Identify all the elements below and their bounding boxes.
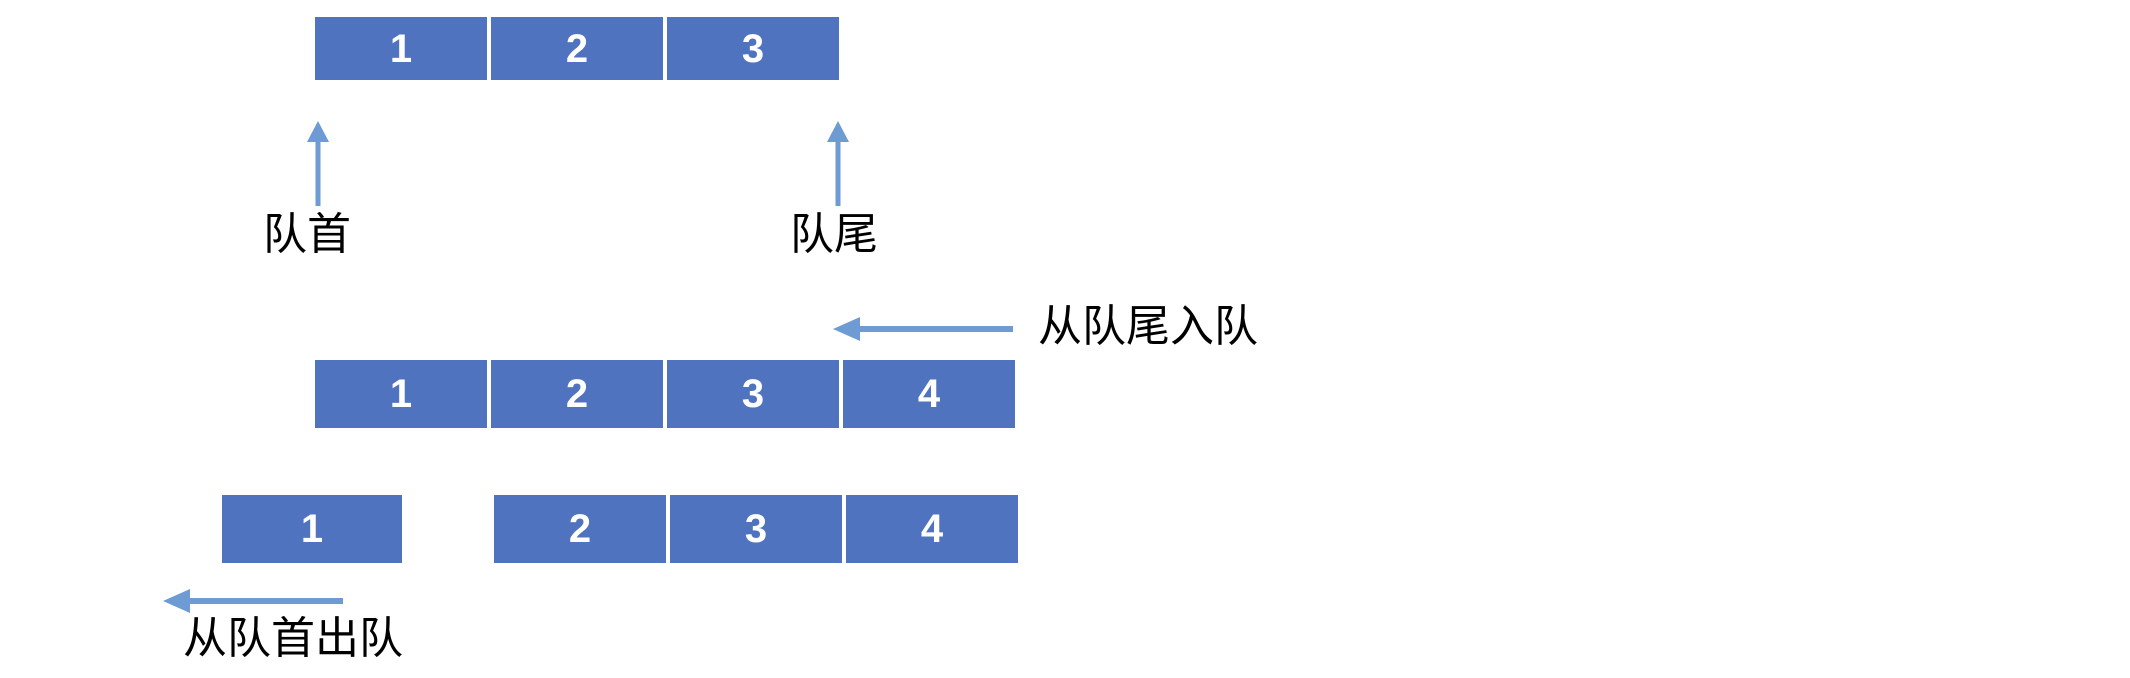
enqueue-arrow-icon (833, 317, 1013, 341)
front-label: 队首 (263, 210, 351, 259)
enqueue-label: 从队尾入队 (1038, 302, 1258, 351)
rear-pointer-arrow-icon (827, 121, 849, 206)
dequeue-label: 从队首出队 (183, 614, 403, 663)
queue-cell: 2 (491, 17, 663, 80)
queue-cell: 3 (667, 17, 839, 80)
queue-cell: 3 (667, 360, 839, 428)
rear-label: 队尾 (790, 210, 878, 259)
queue-cell: 2 (494, 495, 666, 563)
front-pointer-arrow-icon (307, 121, 329, 206)
dequeued-cell: 1 (222, 495, 402, 563)
queue-cell: 4 (843, 360, 1015, 428)
queue-cell: 4 (846, 495, 1018, 563)
dequeue-arrow-icon (163, 589, 343, 613)
queue-cell: 1 (315, 360, 487, 428)
queue-cell: 2 (491, 360, 663, 428)
queue-cell: 3 (670, 495, 842, 563)
queue-cell: 1 (315, 17, 487, 80)
